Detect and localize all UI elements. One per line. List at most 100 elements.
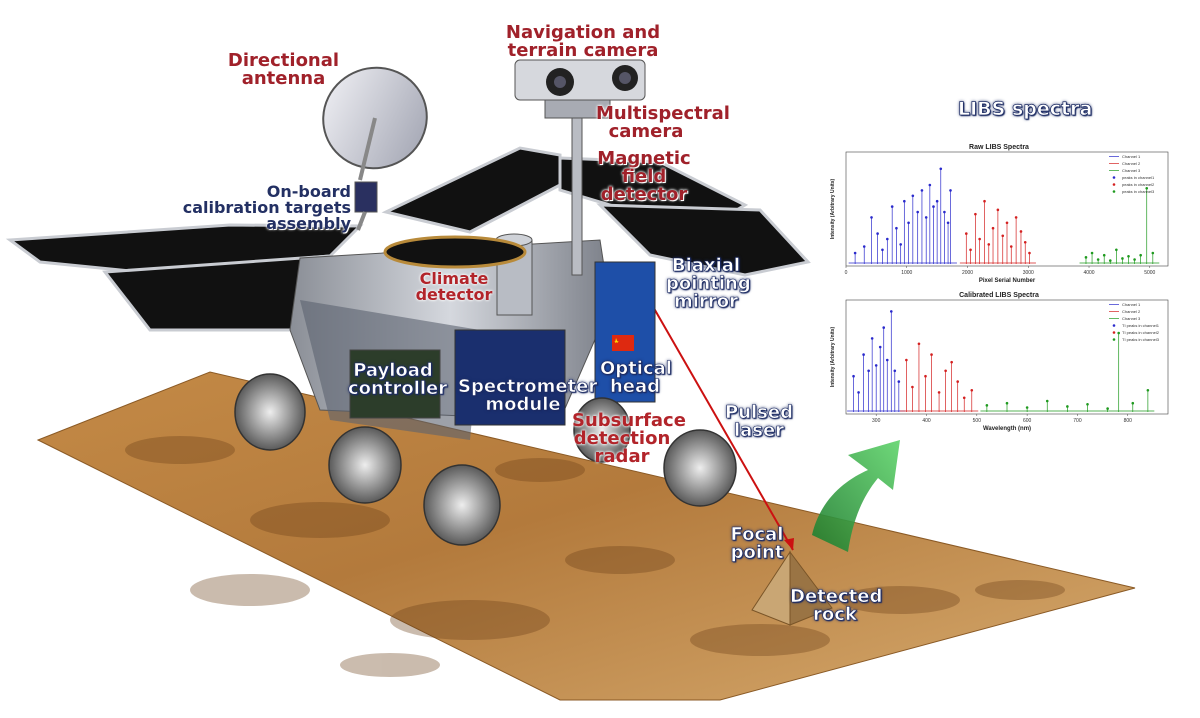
spectral-peak-marker [1005,401,1009,405]
x-tick-label: 0 [845,270,848,276]
spectral-peak-marker [1131,401,1135,405]
spectral-peak-marker [1115,248,1118,252]
spectral-peak-marker [1102,253,1106,257]
chart-title: Calibrated LIBS Spectra [959,292,1039,299]
spectral-peak-marker [885,358,889,362]
legend-entry: TI peaks in channel3 [1122,337,1160,342]
legend-marker [1112,338,1116,341]
spectral-peak-marker [853,251,857,255]
spectral-peak-marker [1005,221,1009,225]
legend-marker [1112,324,1116,327]
label-detected-rock: Detected rock [790,586,883,625]
spectral-peak-marker [1023,240,1027,244]
spectral-peak-marker [946,221,950,225]
spectral-peak-marker [943,210,946,214]
libs-spectra-title: LIBS spectra [958,98,1093,121]
x-tick-label: 1000 [901,270,912,276]
spectral-peak-marker [970,388,974,392]
spectral-peak-marker [876,232,879,235]
spectral-peak-marker [1028,251,1031,255]
chart-background [824,140,1174,290]
spectral-peak-marker [991,226,995,230]
label-focal-point: Focal point [730,524,784,563]
spectral-peak-marker [882,326,886,329]
spectral-peak-marker [949,189,952,192]
spectral-peak-marker [1108,259,1112,262]
spectral-peak-marker [920,189,924,192]
legend-entry: Channel 2 [1122,161,1141,166]
y-axis-label: Intensity (Arbitrary Units) [830,327,836,388]
x-tick-label: 2000 [962,270,973,276]
legend-marker [1112,331,1116,334]
spectral-peak-marker [907,221,910,225]
label-payload-controller: Payload controller [348,360,448,399]
label-multispectral-camera: Multispectral camera [596,103,730,142]
spectral-peak-marker [987,243,991,246]
laser-beam [639,283,794,551]
spectral-peak-marker [1084,256,1088,259]
spectral-peak-marker [932,205,935,208]
spectral-peak-marker [1066,405,1069,408]
spectral-peak-marker [1106,407,1109,410]
spectral-peak-marker [1117,331,1120,335]
spectral-peak-marker [862,245,866,248]
legend-entry: TI peaks in channel1 [1122,323,1160,328]
directional-antenna-dish [322,66,428,231]
spectral-peak-marker [969,248,972,252]
legend-entry: peaks in channel2 [1122,182,1155,187]
spectral-peak-marker [911,385,914,389]
x-axis-label: Wavelength (nm) [983,426,1031,432]
legend-entry: Channel 3 [1122,316,1141,321]
label-directional-antenna: Directional antenna [227,50,340,89]
x-tick-label: 600 [1023,418,1032,424]
spectral-peak-marker [1121,257,1124,260]
legend-entry: Channel 3 [1122,168,1141,173]
detected-rock-shape [751,550,833,626]
spectral-peak-marker [1090,251,1094,255]
rover-body [289,233,656,440]
spectral-peak-marker [996,208,1000,212]
spectral-peak-marker [895,226,898,230]
legend-entry: peaks in channel3 [1122,189,1155,194]
rover-wheels [234,373,737,546]
spectral-peak-marker [867,369,870,373]
label-navigation-camera: Navigation and terrain camera [505,22,661,61]
spectral-peak-marker [1133,258,1136,261]
spectral-peak-marker [937,391,941,394]
label-magnetic-field-detector: Magnetic field detector [597,148,691,205]
chart-title: Raw LIBS Spectra [969,144,1029,151]
spectral-peak-marker [852,374,855,378]
spectral-peak-marker [1001,234,1005,238]
result-arrow [812,440,900,552]
spectral-peak-marker [983,199,986,203]
legend-entry: Channel 2 [1122,309,1141,314]
label-pulsed-laser: Pulsed laser [725,402,794,441]
x-tick-label: 4000 [1083,270,1094,276]
ground-texture [125,436,1065,677]
legend-entry: Channel 1 [1122,154,1141,159]
plot-frame [845,151,1169,267]
spectral-peak-marker [1009,245,1013,248]
spectral-peak-marker [878,345,882,349]
spectral-peak-marker [899,243,902,246]
x-tick-label: 300 [872,418,881,424]
legend-marker [1112,190,1116,193]
label-calibration-targets: On-board calibration targets assembly [182,182,351,233]
x-tick-label: 3000 [1023,270,1034,276]
spectral-peak-marker [897,380,901,383]
label-optical-head: Optical head [600,358,673,397]
spectral-peak-marker [1146,388,1150,392]
spectral-peak-marker [939,167,943,171]
legend-entry: Channel 1 [1122,302,1141,307]
spectral-peak-marker [978,237,981,241]
y-axis-label: Intensity (Arbitrary Units) [830,179,836,240]
label-climate-detector: Climate detector [415,269,493,304]
spectral-peak-marker [924,374,927,378]
spectral-peak-marker [903,199,906,203]
spectral-peak-marker [950,360,953,364]
spectral-peak-marker [935,199,939,203]
x-tick-label: 500 [973,418,982,424]
